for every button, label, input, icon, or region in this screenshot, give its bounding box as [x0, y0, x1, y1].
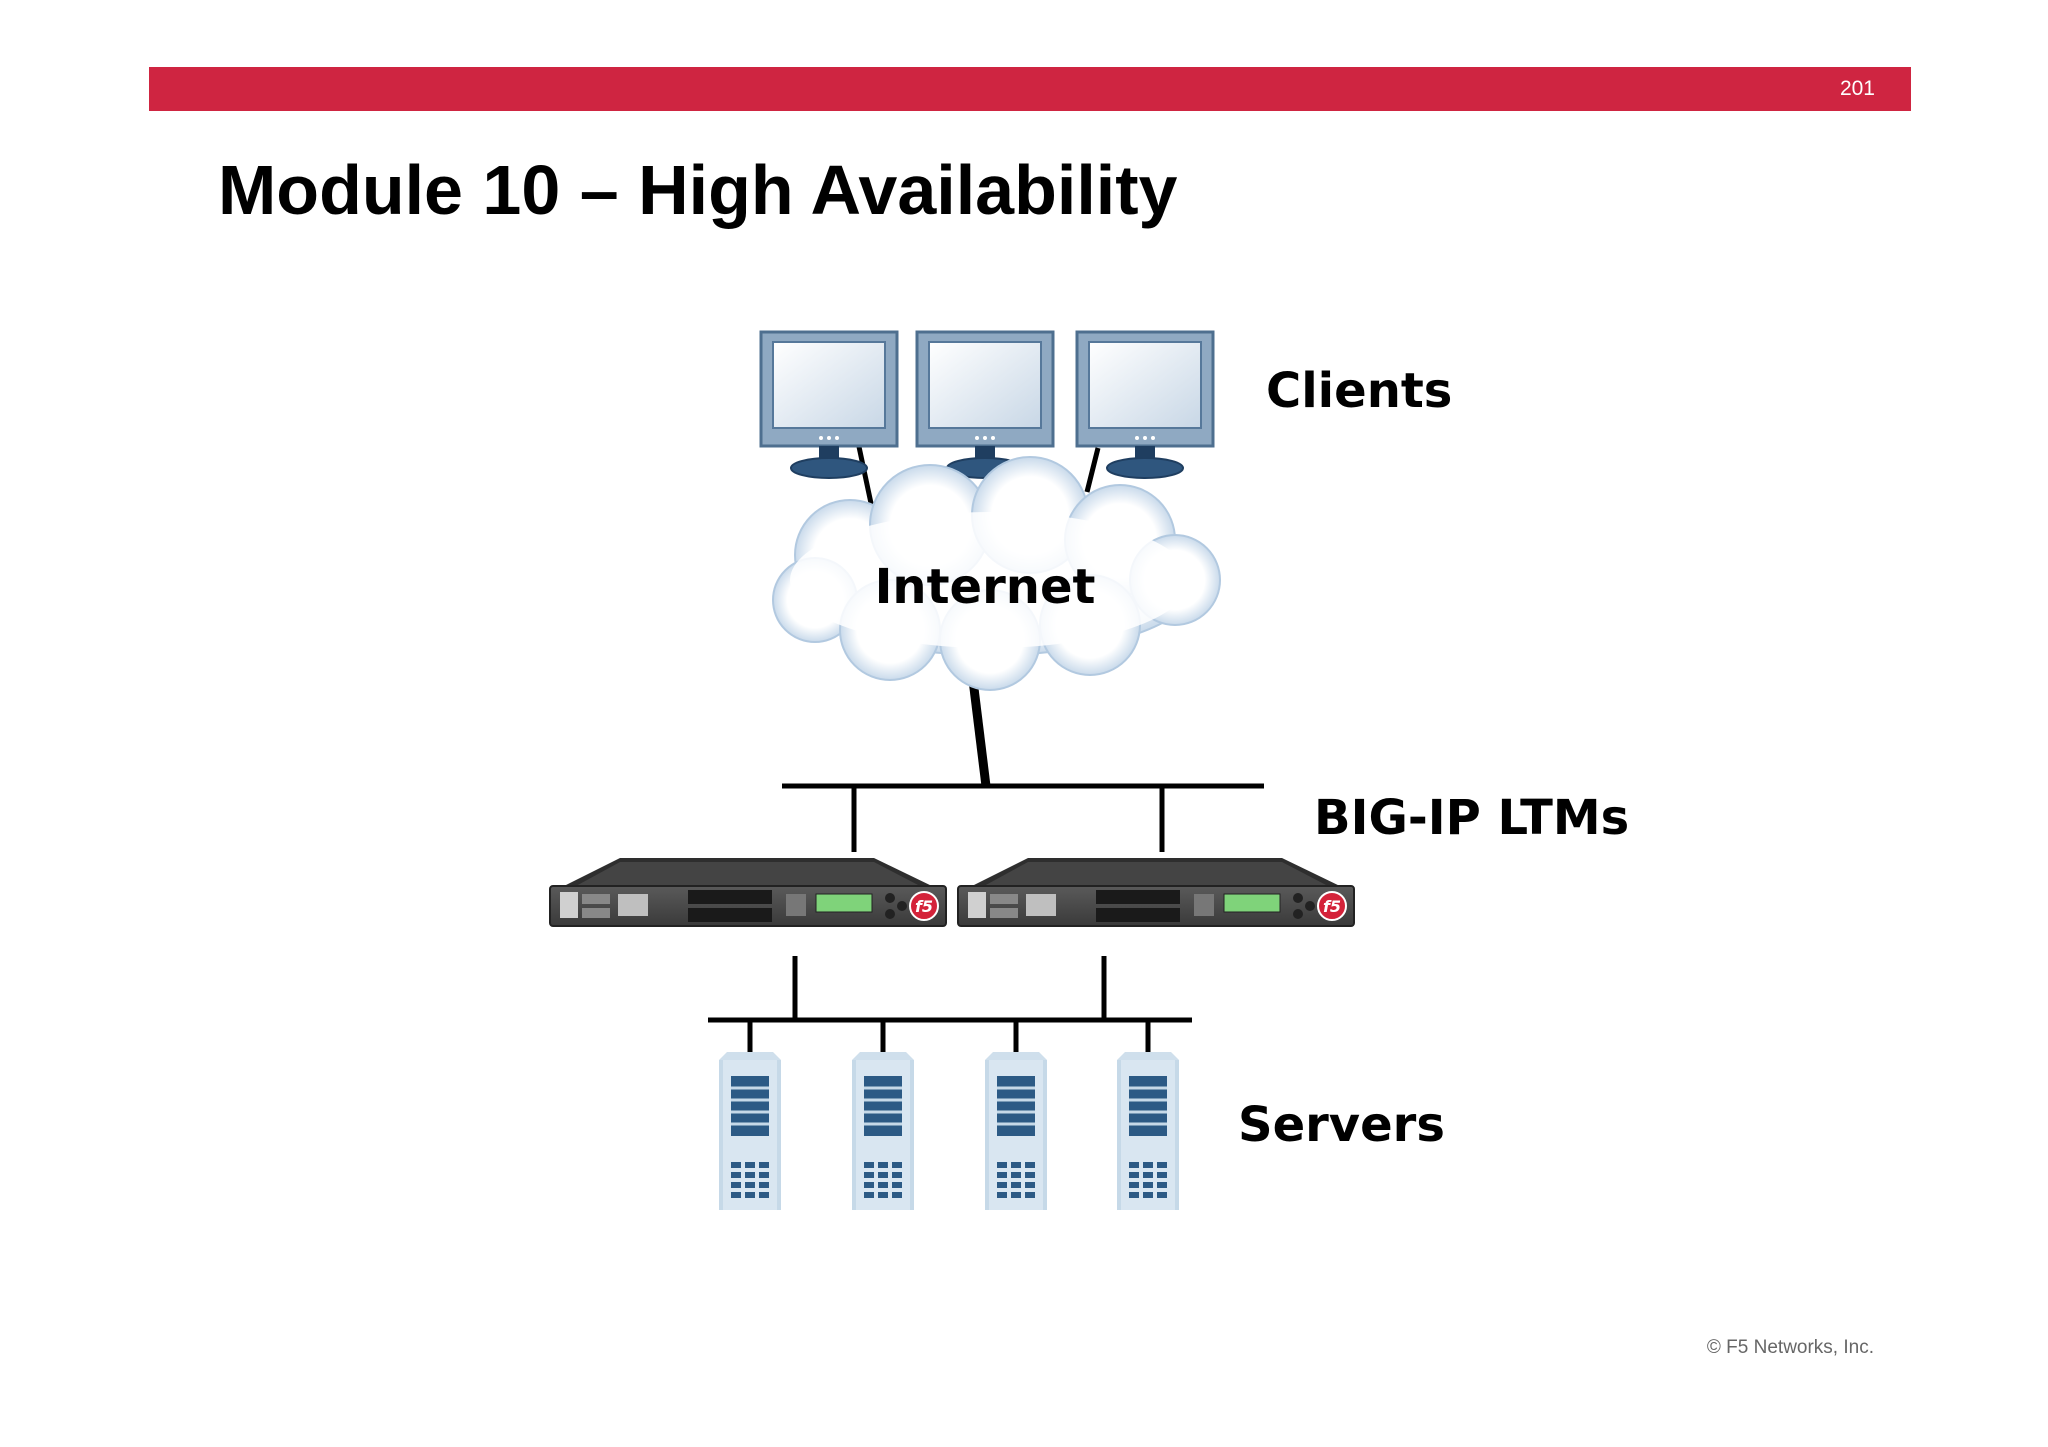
- f5-logo-2: f5: [1323, 897, 1341, 916]
- internet-label: Internet: [875, 559, 1096, 615]
- f5-logo-1: f5: [915, 897, 933, 916]
- server-icon: [850, 1050, 916, 1212]
- big-ip-ltm-appliance-icon: [957, 857, 1355, 927]
- server-icon: [983, 1050, 1049, 1212]
- page-number: 201: [1839, 77, 1875, 100]
- client-link-1: [855, 441, 875, 509]
- client-computer-icon: [759, 330, 899, 480]
- clients-label: Clients: [1266, 363, 1453, 419]
- big-ip-ltm-appliance-icon: [549, 857, 947, 927]
- connection-lines: [708, 441, 1264, 1052]
- internet-cloud-icon: Internet: [772, 456, 1221, 691]
- server-icon: [717, 1050, 783, 1212]
- header-bar: 201: [149, 67, 1911, 111]
- copyright-text: © F5 Networks, Inc.: [1706, 1337, 1874, 1358]
- slide-title: Module 10 – High Availability: [218, 151, 1178, 229]
- internet-uplink: [967, 671, 991, 787]
- big-ip-ltms-label: BIG-IP LTMs: [1314, 790, 1630, 846]
- client-link-3: [1084, 447, 1101, 493]
- server-icon: [1115, 1050, 1181, 1212]
- servers-label: Servers: [1238, 1097, 1445, 1153]
